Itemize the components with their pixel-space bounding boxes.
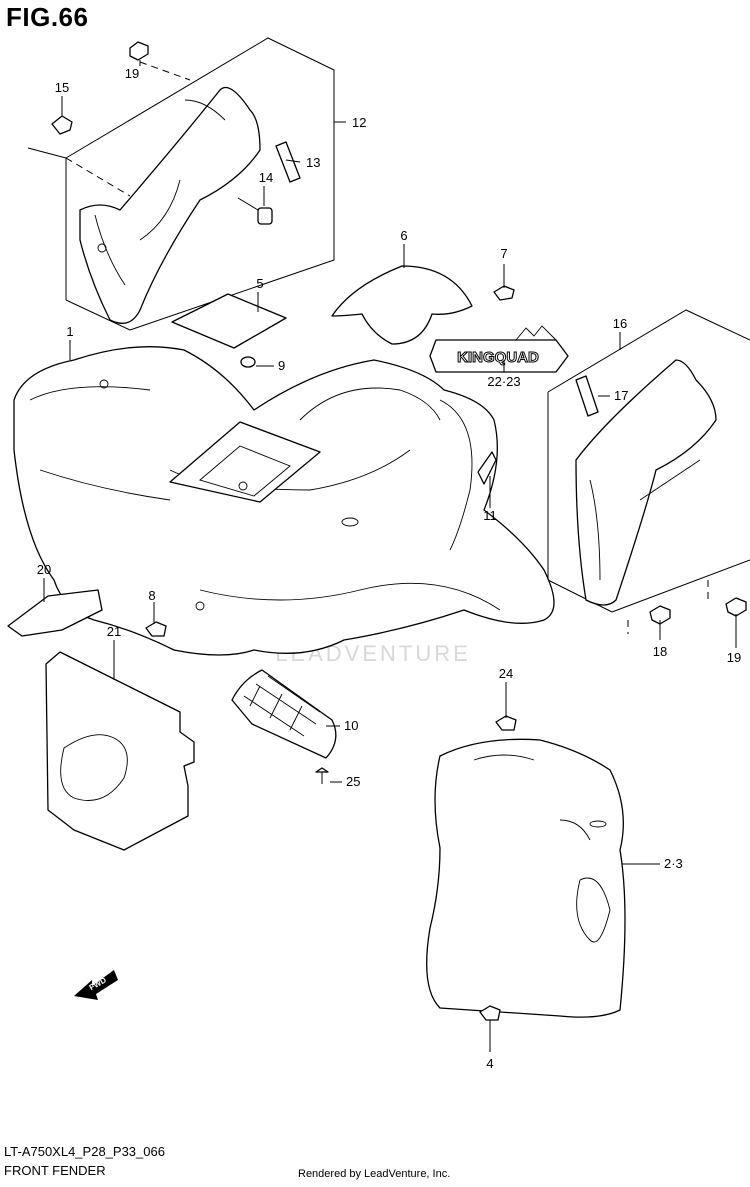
callout-19-upper: 19 [125, 66, 139, 81]
part-12-box [27, 37, 335, 331]
part-2-3-inner-fender [426, 738, 626, 1018]
part-16-inner-panel [575, 359, 717, 606]
callout-13: 13 [306, 155, 320, 170]
callout-7: 7 [500, 246, 507, 261]
part-25-screw [315, 767, 329, 784]
part-9-grommet [240, 356, 256, 368]
callout-15: 15 [55, 80, 69, 95]
callout-22-23: 22·23 [487, 374, 520, 389]
decal-text: KINGQUAD [457, 349, 539, 366]
part-10-mesh [231, 669, 337, 759]
part-4-bolt [479, 1005, 501, 1021]
part-11-strip [477, 451, 497, 485]
part-14-bushing [237, 197, 273, 225]
decal-kingquad: KINGQUAD [429, 325, 569, 373]
part-5-pad [171, 293, 287, 349]
credit-text: Rendered by LeadVenture, Inc. [298, 1168, 451, 1180]
part-18-clip [649, 605, 671, 625]
callout-24: 24 [499, 666, 513, 681]
part-12-inner-panel [79, 86, 261, 324]
callout-10: 10 [344, 718, 358, 733]
callout-9: 9 [278, 358, 285, 373]
part-6-cover [331, 265, 473, 345]
callout-4: 4 [486, 1056, 493, 1071]
callout-12: 12 [352, 115, 366, 130]
fwd-arrow-icon: FWD [74, 970, 118, 1000]
callout-6: 6 [400, 228, 407, 243]
part-19-clip-lower [725, 597, 747, 617]
callout-18: 18 [653, 644, 667, 659]
callout-labels: 1 2·3 4 5 6 7 8 9 10 11 12 13 14 15 16 1… [37, 66, 741, 1071]
part-1-front-fender [13, 346, 555, 656]
callout-21: 21 [107, 624, 121, 639]
part-19-clip-upper [129, 41, 149, 61]
section-name: FRONT FENDER [4, 1163, 106, 1178]
callout-19-lower: 19 [727, 650, 741, 665]
model-code: LT-A750XL4_P28_P33_066 [4, 1144, 165, 1159]
callout-20: 20 [37, 562, 51, 577]
callout-5: 5 [256, 276, 263, 291]
callout-16: 16 [613, 316, 627, 331]
part-13-strip [275, 141, 301, 183]
part-16-box [547, 309, 750, 634]
part-21-shield [45, 651, 195, 851]
part-17-strip [575, 375, 599, 417]
part-20-piece [7, 589, 103, 637]
figure-title: FIG.66 [6, 2, 89, 32]
callout-11: 11 [483, 508, 497, 523]
callout-17: 17 [614, 388, 628, 403]
leader-lines [43, 60, 737, 1052]
callout-14: 14 [259, 170, 273, 185]
callout-8: 8 [148, 588, 155, 603]
part-24-bolt [495, 715, 517, 731]
callout-1: 1 [66, 324, 73, 339]
callout-2-3: 2·3 [664, 856, 683, 871]
callout-25: 25 [346, 774, 360, 789]
